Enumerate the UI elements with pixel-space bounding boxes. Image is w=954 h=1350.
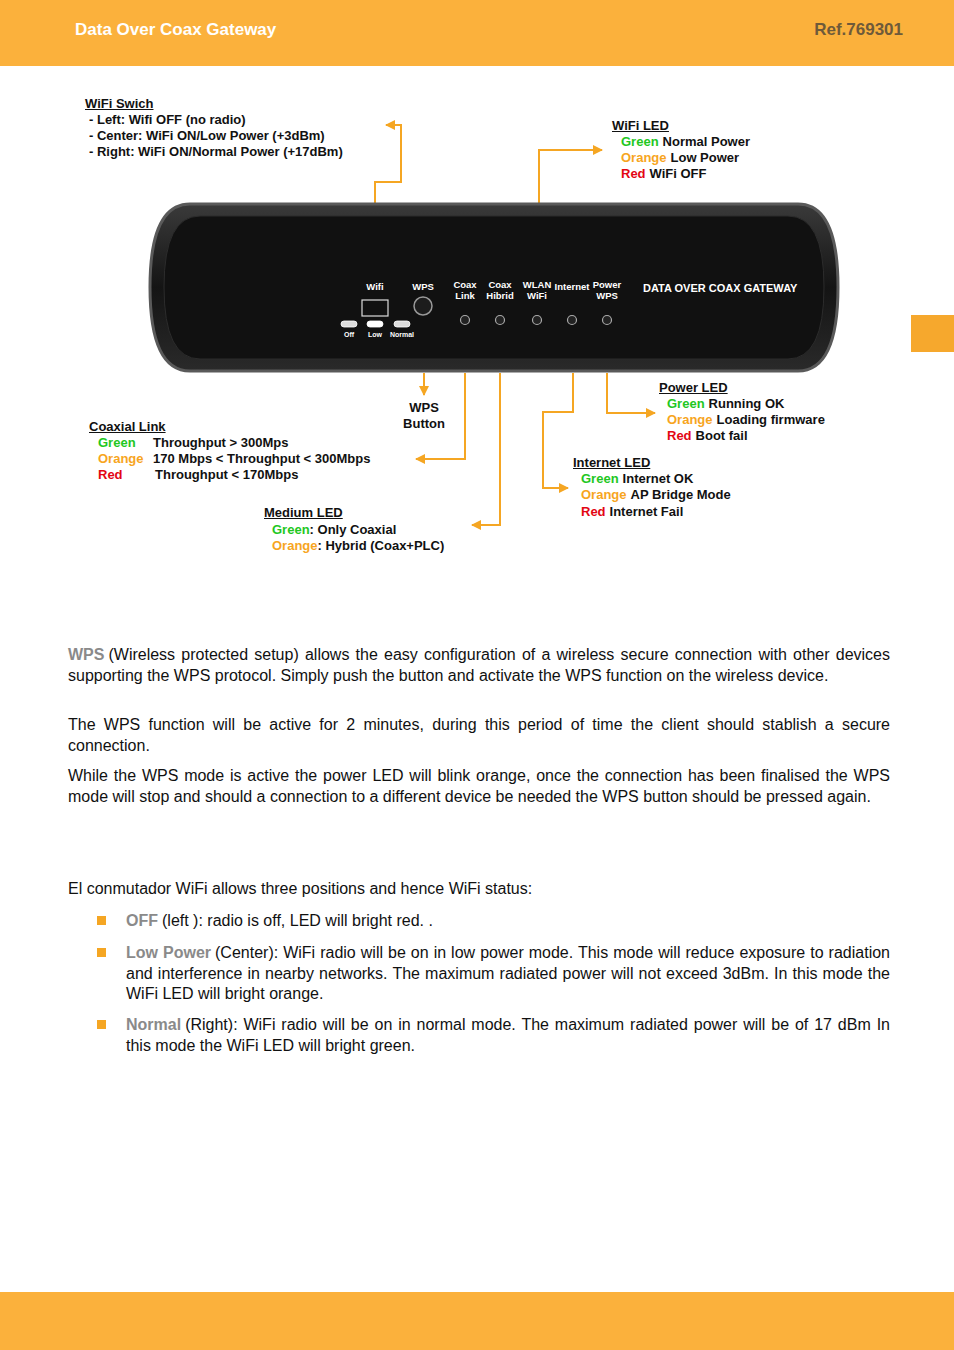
callout-text: WiFi OFF (650, 166, 707, 182)
body-text: While the WPS mode is active the power L… (68, 767, 890, 805)
body-paragraph: The WPS function will be active for 2 mi… (68, 715, 890, 756)
callout-text: Internet Fail (610, 504, 684, 520)
leader-line (539, 150, 602, 205)
callout-text: Running OK (709, 396, 785, 412)
switch-position: Off (337, 331, 361, 339)
callout-text: Throughput < 170Mbps (155, 467, 298, 483)
callout-text: Normal Power (663, 134, 750, 150)
status-led (603, 316, 612, 325)
housing-body (150, 204, 838, 371)
callout-text: AP Bridge Mode (631, 487, 731, 503)
color-key: Orange (621, 150, 667, 166)
body-paragraph: Normal(Right): WiFi radio will be on in … (126, 1015, 890, 1056)
status-led (533, 316, 542, 325)
color-key: Orange (98, 451, 144, 467)
keyword: WPS (68, 646, 104, 663)
callout-heading: Coaxial Link (89, 419, 166, 435)
status-led (568, 316, 577, 325)
body-text: (Center): WiFi radio will be on in low p… (126, 944, 890, 1002)
callout-text: : Hybrid (Coax+PLC) (318, 538, 445, 554)
switch-position-mark (367, 321, 383, 327)
callout-text: : Only Coaxial (310, 522, 397, 538)
panel-label: WLAN WiFi (520, 279, 554, 301)
header-band: Data Over Coax Gateway Ref.769301 (0, 0, 954, 66)
callout-heading: Internet LED (573, 455, 650, 471)
callout-text: Loading firmware (717, 412, 825, 428)
color-key: Green (272, 522, 310, 538)
body-text: El conmutador WiFi allows three position… (68, 880, 532, 897)
panel-label: Coax Link (448, 279, 482, 301)
color-key: Red (621, 166, 646, 182)
front-panel (164, 216, 824, 359)
panel-label: Internet (552, 281, 592, 292)
body-text: (Wireless protected setup) allows the ea… (68, 646, 890, 684)
callout-heading: WiFi LED (612, 118, 669, 134)
switch-position: Low (363, 331, 387, 339)
bullet-square (97, 916, 106, 925)
callout-text: Low Power (671, 150, 740, 166)
panel-label: WPS (405, 281, 441, 292)
color-key: Orange (581, 487, 627, 503)
switch-position-mark (341, 321, 357, 327)
callout-heading: Power LED (659, 380, 728, 396)
leader-line (543, 373, 573, 488)
leader-line (375, 125, 401, 205)
color-key: Red (98, 467, 123, 483)
side-tab (911, 315, 954, 352)
keyword: Low Power (126, 944, 211, 961)
callout-text: - Center: WiFi ON/Low Power (+3dBm) (89, 128, 325, 144)
wps-button (414, 297, 432, 315)
leader-line (472, 373, 500, 525)
switch-position: Normal (387, 331, 417, 339)
color-key: Green (581, 471, 619, 487)
keyword: OFF (126, 912, 158, 929)
switch-position-mark (394, 321, 410, 327)
panel-label: Power WPS (590, 279, 624, 301)
body-paragraph: WPS(Wireless protected setup) allows the… (68, 645, 890, 686)
callout-heading: Medium LED (264, 505, 343, 521)
body-paragraph: Low Power(Center): WiFi radio will be on… (126, 943, 890, 1005)
panel-label: Wifi (357, 281, 393, 292)
body-text: The WPS function will be active for 2 mi… (68, 716, 890, 754)
panel-label: Coax Hibrid (483, 279, 517, 301)
footer-band (0, 1292, 954, 1350)
color-key: Orange (667, 412, 713, 428)
body-paragraph: While the WPS mode is active the power L… (68, 766, 890, 807)
leader-line (423, 373, 425, 395)
color-key: Green (667, 396, 705, 412)
bullet-square (97, 948, 106, 957)
callout-text: - Left: Wifi OFF (no radio) (89, 112, 246, 128)
callout-heading: WPS Button (399, 400, 449, 432)
color-key: Red (667, 428, 692, 444)
color-key: Green (98, 435, 136, 451)
header-title: Data Over Coax Gateway (75, 20, 276, 40)
reference-number: Ref.769301 (814, 20, 903, 40)
keyword: Normal (126, 1016, 181, 1033)
body-text: (Right): WiFi radio will be on in normal… (126, 1016, 890, 1054)
body-paragraph: OFF(left ): radio is off, LED will brigh… (126, 911, 890, 932)
device-housing: Wifi WPS Coax LinkCoax HibridWLAN WiFiInte… (148, 200, 840, 375)
callout-text: Throughput > 300Mps (153, 435, 288, 451)
callout-text: 170 Mbps < Throughput < 300Mbps (153, 451, 370, 467)
callout-text: Internet OK (623, 471, 694, 487)
callout-text: - Right: WiFi ON/Normal Power (+17dBm) (89, 144, 343, 160)
bullet-squares (97, 916, 106, 1029)
bullet-square (97, 1020, 106, 1029)
body-text: (left ): radio is off, LED will bright r… (162, 912, 433, 929)
color-key: Green (621, 134, 659, 150)
color-key: Red (581, 504, 606, 520)
body-paragraph: El conmutador WiFi allows three position… (68, 879, 890, 900)
color-key: Orange (272, 538, 318, 554)
status-led (496, 316, 505, 325)
leader-line (607, 373, 655, 413)
device-name: DATA OVER COAX GATEWAY (643, 282, 797, 295)
wifi-switch (362, 300, 388, 316)
status-led (461, 316, 470, 325)
callout-heading: WiFi Swich (85, 96, 154, 112)
callout-text: Boot fail (696, 428, 748, 444)
